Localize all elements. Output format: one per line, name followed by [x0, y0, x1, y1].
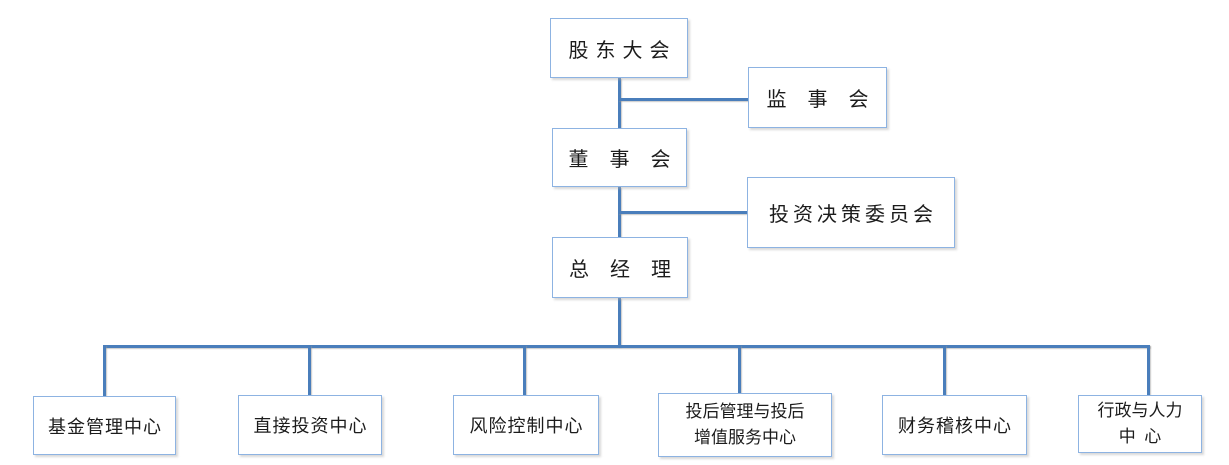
node-label-post-investment-line2: 增值服务中心: [694, 428, 796, 447]
node-label-admin-hr-line2: 中 心: [1118, 427, 1162, 446]
connector-drop-audit-center: [943, 345, 946, 396]
connector-gm-to-main-rail: [618, 298, 621, 347]
node-shareholders-meeting: 股东大会: [550, 18, 688, 78]
node-label-shareholders-meeting: 股东大会: [568, 39, 677, 62]
connector-main-horizontal-rail: [103, 345, 1150, 348]
node-risk-control-center: 风险控制中心: [453, 395, 599, 455]
node-label-financial-audit-center: 财务稽核中心: [898, 416, 1012, 436]
node-fund-management-center: 基金管理中心: [33, 396, 176, 455]
node-label-investment-decision-committee: 投资决策委员会: [769, 204, 937, 226]
connector-drop-direct-center: [308, 345, 311, 396]
connector-drop-fund-center: [103, 345, 106, 397]
node-label-admin-hr-line1: 行政与人力: [1097, 401, 1183, 420]
connector-shareholders-to-board: [618, 78, 621, 129]
node-admin-hr-center: 行政与人力 中 心: [1078, 395, 1202, 453]
connector-drop-admin-center: [1147, 345, 1150, 396]
node-general-manager: 总 经 理: [552, 237, 688, 298]
node-label-fund-management-center: 基金管理中心: [48, 416, 162, 437]
node-label-direct-investment-center: 直接投资中心: [253, 416, 368, 436]
node-label-general-manager: 总 经 理: [569, 259, 679, 281]
node-label-post-investment-line1: 投后管理与投后: [685, 402, 805, 421]
node-investment-decision-committee: 投资决策委员会: [747, 177, 955, 248]
node-label-supervisory-board: 监 事 会: [766, 89, 877, 111]
node-label-board-of-directors: 董 事 会: [568, 149, 679, 171]
node-post-investment-service-center: 投后管理与投后 增值服务中心: [658, 393, 832, 457]
node-direct-investment-center: 直接投资中心: [238, 395, 382, 455]
connector-branch-to-committee: [618, 211, 747, 214]
node-supervisory-board: 监 事 会: [748, 67, 887, 128]
connector-branch-to-supervisory: [618, 98, 748, 101]
connector-drop-risk-center: [523, 345, 526, 396]
node-board-of-directors: 董 事 会: [552, 128, 687, 187]
connector-drop-post-center: [738, 345, 741, 394]
node-label-risk-control-center: 风险控制中心: [469, 416, 584, 436]
node-financial-audit-center: 财务稽核中心: [882, 395, 1027, 455]
